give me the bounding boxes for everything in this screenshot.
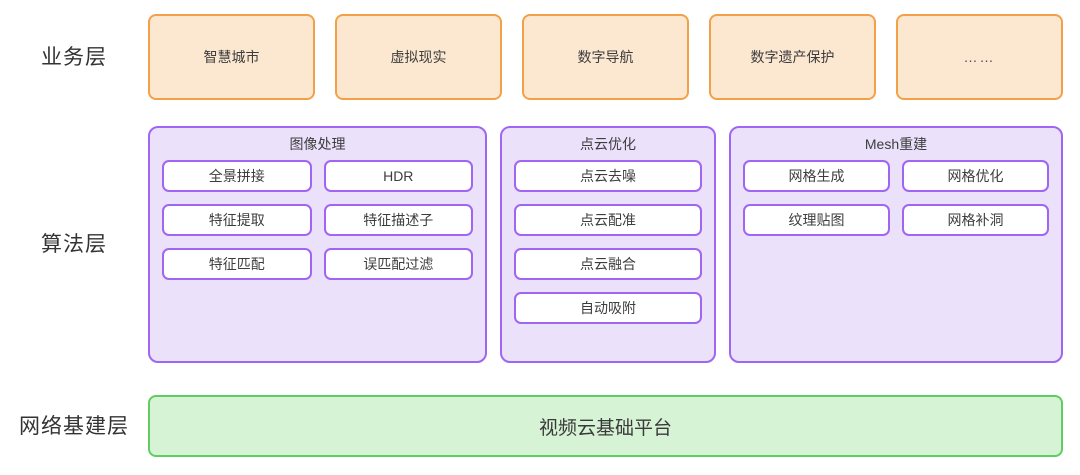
algorithm-item-label: 纹理贴图 bbox=[788, 212, 845, 228]
algorithm-group-items: 全景拼接 HDR 特征提取 特征描述子 特征匹配 误匹配过滤 bbox=[162, 160, 473, 280]
algorithm-item-label: HDR bbox=[383, 168, 414, 184]
network-layer-cards: 视频云基础平台 bbox=[148, 395, 1080, 457]
algorithm-group-image-processing: 图像处理 全景拼接 HDR 特征提取 特征描述子 特征匹配 bbox=[148, 126, 487, 363]
algorithm-item-mismatch-filtering[interactable]: 误匹配过滤 bbox=[323, 248, 473, 280]
algorithm-item-label: 特征提取 bbox=[208, 212, 265, 228]
algorithm-group-title: Mesh重建 bbox=[864, 136, 928, 152]
algorithm-group-items: 点云去噪 点云配准 点云融合 自动吸附 bbox=[514, 160, 702, 324]
algorithm-layer-row: 算法层 图像处理 全景拼接 HDR 特征提取 特征描述子 bbox=[0, 126, 1080, 363]
algorithm-item-mesh-generation[interactable]: 网格生成 bbox=[743, 160, 890, 192]
algorithm-item-label: 误匹配过滤 bbox=[363, 256, 434, 272]
business-card-label: 数字遗产保护 bbox=[750, 49, 835, 65]
algorithm-layer-groups: 图像处理 全景拼接 HDR 特征提取 特征描述子 特征匹配 bbox=[148, 126, 1080, 363]
business-card-virtual-reality[interactable]: 虚拟现实 bbox=[335, 14, 502, 100]
algorithm-item-label: 网格补洞 bbox=[947, 212, 1004, 228]
algorithm-item-point-cloud-denoising[interactable]: 点云去噪 bbox=[514, 160, 702, 192]
network-card-label: 视频云基础平台 bbox=[538, 417, 672, 439]
algorithm-group-title: 图像处理 bbox=[289, 136, 346, 152]
algorithm-group-items: 网格生成 网格优化 纹理贴图 网格补洞 bbox=[743, 160, 1049, 236]
business-card-digital-navigation[interactable]: 数字导航 bbox=[522, 14, 689, 100]
algorithm-item-label: 特征描述子 bbox=[363, 212, 434, 228]
business-card-label: 智慧城市 bbox=[203, 49, 260, 65]
algorithm-item-feature-matching[interactable]: 特征匹配 bbox=[162, 248, 312, 280]
algorithm-item-label: 网格生成 bbox=[788, 168, 845, 184]
algorithm-item-hdr[interactable]: HDR bbox=[323, 160, 473, 192]
algorithm-item-point-cloud-registration[interactable]: 点云配准 bbox=[514, 204, 702, 236]
algorithm-item-label: 网格优化 bbox=[947, 168, 1004, 184]
algorithm-item-label: 点云融合 bbox=[580, 256, 636, 272]
business-card-more[interactable]: …… bbox=[896, 14, 1063, 100]
algorithm-group-point-cloud-optimization: 点云优化 点云去噪 点云配准 点云融合 自动吸附 bbox=[500, 126, 716, 363]
algorithm-item-label: 特征匹配 bbox=[208, 256, 265, 272]
network-layer-row: 网络基建层 视频云基础平台 bbox=[0, 395, 1080, 457]
algorithm-item-point-cloud-fusion[interactable]: 点云融合 bbox=[514, 248, 702, 280]
business-card-label: 虚拟现实 bbox=[390, 49, 447, 65]
algorithm-item-label: 点云去噪 bbox=[580, 168, 636, 184]
algorithm-item-label: 点云配准 bbox=[580, 212, 636, 228]
algorithm-item-label: 全景拼接 bbox=[208, 168, 265, 184]
business-layer-cards: 智慧城市 虚拟现实 数字导航 数字遗产保护 …… bbox=[148, 14, 1080, 100]
business-layer-label: 业务层 bbox=[41, 45, 107, 69]
algorithm-item-panorama-stitching[interactable]: 全景拼接 bbox=[162, 160, 312, 192]
algorithm-item-texture-mapping[interactable]: 纹理贴图 bbox=[743, 204, 890, 236]
algorithm-item-mesh-hole-filling[interactable]: 网格补洞 bbox=[902, 204, 1049, 236]
algorithm-group-title: 点云优化 bbox=[580, 136, 636, 152]
algorithm-item-feature-descriptor[interactable]: 特征描述子 bbox=[323, 204, 473, 236]
algorithm-item-feature-extraction[interactable]: 特征提取 bbox=[162, 204, 312, 236]
network-layer-label: 网络基建层 bbox=[19, 414, 129, 438]
business-card-smart-city[interactable]: 智慧城市 bbox=[148, 14, 315, 100]
network-card-video-cloud-platform[interactable]: 视频云基础平台 bbox=[148, 395, 1063, 457]
business-layer-row: 业务层 智慧城市 虚拟现实 数字导航 数字遗产保护 …… bbox=[0, 14, 1080, 100]
algorithm-item-auto-snapping[interactable]: 自动吸附 bbox=[514, 292, 702, 324]
business-card-label: …… bbox=[963, 49, 996, 65]
business-card-digital-heritage-protection[interactable]: 数字遗产保护 bbox=[709, 14, 876, 100]
algorithm-item-mesh-optimization[interactable]: 网格优化 bbox=[902, 160, 1049, 192]
business-card-label: 数字导航 bbox=[577, 49, 634, 65]
algorithm-layer-label: 算法层 bbox=[41, 233, 107, 256]
algorithm-group-mesh-reconstruction: Mesh重建 网格生成 网格优化 纹理贴图 网格补洞 bbox=[729, 126, 1063, 363]
algorithm-item-label: 自动吸附 bbox=[580, 300, 636, 316]
